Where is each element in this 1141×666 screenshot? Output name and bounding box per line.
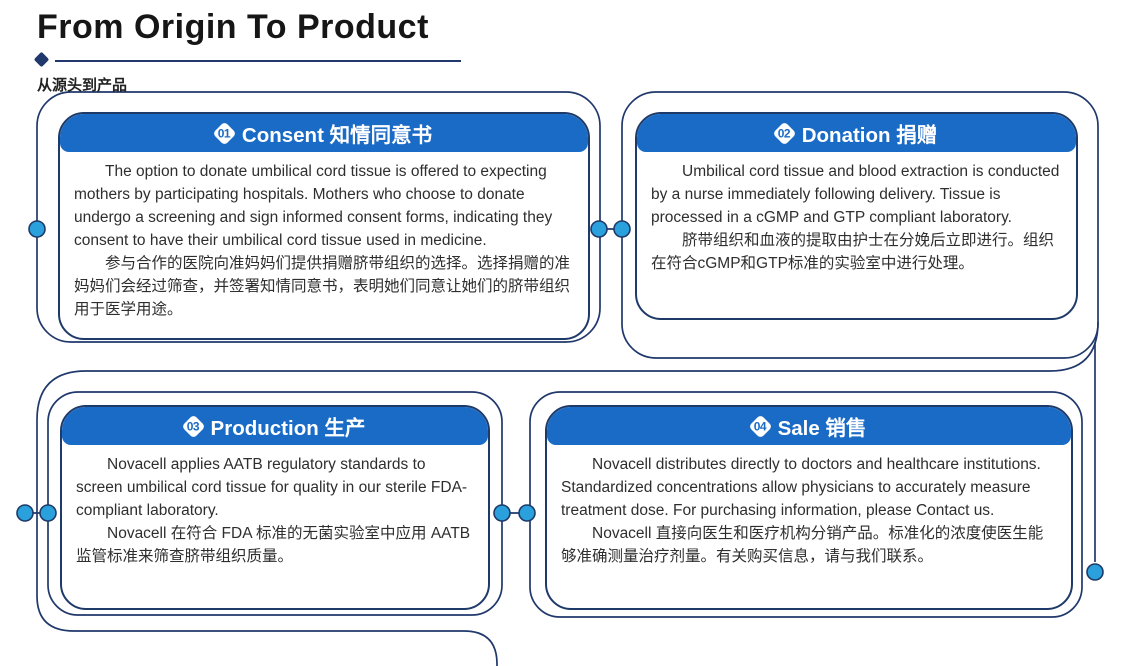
card-title: Donation 捐赠	[801, 124, 938, 147]
step-number-badge: 02	[772, 120, 797, 146]
step-number: 04	[753, 418, 767, 433]
card-text-zh: 脐带组织和血液的提取由护士在分娩后立即进行。组织在符合cGMP和GTP标准的实验…	[651, 232, 1055, 272]
card-donation-body: Umbilical cord tissue and blood extracti…	[637, 152, 1076, 275]
card-consent: 01 Consent 知情同意书 The option to donate um…	[58, 112, 590, 340]
page-title: From Origin To Product	[37, 8, 429, 46]
step-number: 03	[186, 418, 200, 433]
connector-dot-1b	[613, 220, 631, 238]
card-production: 03 Production 生产 Novacell applies AATB r…	[60, 405, 490, 610]
connector-dot-start	[28, 220, 46, 238]
card-donation: 02 Donation 捐赠 Umbilical cord tissue and…	[635, 112, 1078, 320]
card-text-en: Umbilical cord tissue and blood extracti…	[651, 163, 1060, 226]
connector-dot-3b	[518, 504, 536, 522]
card-consent-header: 01 Consent 知情同意书	[60, 114, 588, 152]
card-title: Sale 销售	[777, 417, 867, 440]
bubble-production	[47, 391, 503, 616]
connector-dot-2a	[16, 504, 34, 522]
card-text-en: Novacell applies AATB regulatory standar…	[76, 456, 468, 519]
title-underline	[55, 60, 461, 62]
bubble-sale	[529, 391, 1083, 618]
card-sale-header: 04 Sale 销售	[547, 407, 1071, 445]
card-text-zh: Novacell 在符合 FDA 标准的无菌实验室中应用 AATB 监管标准来筛…	[76, 525, 471, 565]
step-number: 01	[218, 125, 231, 140]
card-title: Production 生产	[210, 417, 366, 440]
card-title: Consent 知情同意书	[241, 124, 433, 147]
card-sale: 04 Sale 销售 Novacell distributes directly…	[545, 405, 1073, 610]
bubble-consent	[36, 91, 601, 343]
page-subtitle: 从源头到产品	[37, 77, 128, 94]
step-number-badge: 03	[181, 413, 206, 439]
step-number: 02	[778, 125, 791, 140]
card-text-en: The option to donate umbilical cord tiss…	[74, 163, 553, 249]
snake-path	[36, 321, 1099, 666]
card-donation-header: 02 Donation 捐赠	[637, 114, 1076, 152]
card-sale-body: Novacell distributes directly to doctors…	[547, 445, 1071, 568]
connector-dot-end	[1086, 563, 1104, 581]
card-text-zh: Novacell 直接向医生和医疗机构分销产品。标准化的浓度使医生能够准确测量治…	[561, 525, 1044, 565]
card-production-header: 03 Production 生产	[62, 407, 488, 445]
connector-dot-3a	[493, 504, 511, 522]
card-consent-body: The option to donate umbilical cord tiss…	[60, 152, 588, 321]
card-text-zh: 参与合作的医院向准妈妈们提供捐赠脐带组织的选择。选择捐赠的准妈妈们会经过筛查，并…	[74, 255, 571, 318]
connector-dot-1a	[590, 220, 608, 238]
card-production-body: Novacell applies AATB regulatory standar…	[62, 445, 488, 568]
step-number-badge: 01	[212, 120, 237, 146]
connector-dot-2b	[39, 504, 57, 522]
card-text-en: Novacell distributes directly to doctors…	[561, 456, 1041, 519]
step-number-badge: 04	[748, 413, 773, 439]
